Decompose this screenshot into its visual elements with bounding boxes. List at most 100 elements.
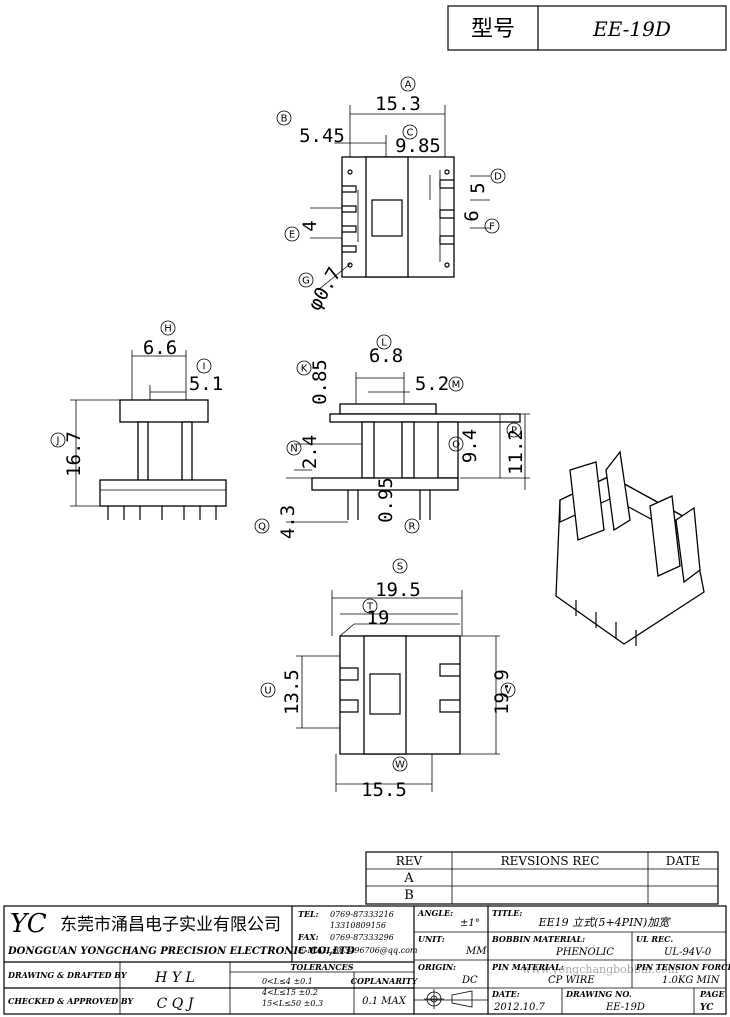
callout-letter-q: Q — [258, 522, 266, 533]
bobbin-label: BOBBIN MATERIAL: — [491, 934, 585, 944]
bottom-view — [296, 590, 500, 792]
email-value: 363496706@qq.com — [334, 946, 418, 955]
tel-label: TEL: — [298, 909, 319, 919]
rev-row-b: B — [404, 888, 414, 903]
date-value: 2012.10.7 — [493, 1002, 546, 1013]
dimension-value-s: 19.5 — [375, 579, 421, 601]
callout-bubble-n — [286, 440, 302, 456]
company-name-cn: 东莞市涌昌电子实业有限公司 — [60, 915, 281, 935]
front-view-middle — [286, 372, 530, 523]
dimension-value-h: 6.6 — [143, 337, 177, 359]
callout-bubble-j — [50, 432, 66, 448]
dimension-value-b: 5.45 — [299, 125, 345, 147]
callout-bubble-u — [260, 682, 276, 698]
dimension-value-g: φ0.7 — [304, 264, 346, 315]
callout-bubble-k — [296, 360, 312, 376]
drawn-by-label: DRAWING & DRAFTED BY — [7, 970, 128, 980]
callout-letter-w: W — [395, 760, 405, 771]
rev-row-a: A — [403, 871, 414, 886]
callout-letter-s: S — [397, 562, 403, 573]
company-logo: YC — [10, 909, 47, 939]
callout-bubble-g — [298, 272, 314, 288]
callout-letter-k: K — [301, 364, 308, 375]
callout-letter-o: O — [452, 440, 460, 451]
tolerance-3: 15<L≤50 ±0.3 — [262, 999, 323, 1008]
checked-by-value: C Q J — [157, 996, 195, 1012]
callout-bubble-c — [402, 124, 418, 140]
dimension-value-m: 5.2 — [415, 373, 449, 395]
coplanarity-label: COPLANARITY — [351, 976, 419, 986]
callout-bubble-l — [376, 334, 392, 350]
dimension-value-p: 11.2 — [505, 429, 527, 475]
callout-letter-r: R — [409, 522, 416, 533]
callout-letter-v: V — [505, 686, 512, 697]
callout-bubble-f — [484, 218, 500, 234]
title-value: EE19 立式(5+4PIN)加宽 — [538, 916, 672, 929]
callout-bubble-s — [392, 558, 408, 574]
tolerance-2: 4<L≤15 ±0.2 — [261, 988, 318, 997]
dimension-value-f: 6 — [461, 210, 483, 221]
watermark: www.yongchangbobbin.com — [522, 963, 679, 976]
callout-letter-i: I — [203, 362, 206, 373]
callout-bubble-h — [160, 320, 176, 336]
title-block: YC 东莞市涌昌电子实业有限公司 DONGGUAN YONGCHANG PREC… — [3, 905, 730, 1015]
company-name-en: DONGGUAN YONGCHANG PRECISION ELECTRONIC … — [7, 946, 355, 957]
callout-letter-c: C — [407, 128, 414, 139]
isometric-view — [555, 450, 705, 646]
callout-bubble-r — [404, 518, 420, 534]
rev-date-header: DATE — [666, 854, 700, 868]
callout-bubble-p — [506, 422, 522, 438]
callout-bubble-o — [448, 436, 464, 452]
tolerances-label: TOLERANCES — [290, 962, 353, 972]
date-label: DATE: — [491, 989, 520, 999]
callout-bubble-e — [284, 226, 300, 242]
callout-bubble-q — [254, 518, 270, 534]
unit-value: MM — [465, 946, 487, 957]
dimension-value-q: 4.3 — [277, 505, 299, 539]
top-view — [310, 105, 490, 291]
dimension-value-r: 0.95 — [375, 477, 397, 523]
pin-material-label: PIN MATERIAL: — [491, 962, 564, 972]
callout-letter-d: D — [494, 172, 502, 183]
unit-label: UNIT: — [418, 934, 445, 944]
callout-letter-p: P — [511, 426, 517, 437]
origin-label: ORIGIN: — [418, 962, 456, 972]
header-label: 型号 — [471, 17, 515, 42]
dimension-value-w: 15.5 — [361, 779, 407, 801]
dimension-value-i: 5.1 — [189, 373, 223, 395]
callout-letter-a: A — [405, 80, 412, 91]
callout-letter-j: J — [56, 436, 60, 447]
callout-letter-u: U — [264, 686, 271, 697]
title-label: TITLE: — [492, 908, 522, 918]
projection-symbol-icon — [424, 989, 473, 1009]
dimension-value-e: 4 — [299, 220, 321, 231]
checked-by-label: CHECKED & APPROVED BY — [8, 996, 135, 1006]
coplanarity-value: 0.1 MAX — [362, 996, 407, 1007]
dimension-value-k: 0.85 — [309, 359, 331, 405]
callout-bubble-b — [276, 110, 292, 126]
dimension-value-n: 2.4 — [299, 435, 321, 469]
callout-bubble-t — [362, 598, 378, 614]
callout-letter-n: N — [290, 444, 297, 455]
callout-letter-f: F — [489, 222, 495, 233]
callout-letter-b: B — [281, 114, 288, 125]
fax-label: FAX: — [297, 932, 319, 942]
front-view-left — [70, 350, 227, 520]
dimension-value-v: 19.9 — [491, 669, 513, 715]
callout-letter-m: M — [452, 380, 461, 391]
callout-letter-h: H — [164, 324, 172, 335]
page-value: YC — [700, 1003, 714, 1013]
ul-label: UL REC. — [636, 934, 673, 944]
callout-bubble-d — [490, 168, 506, 184]
callout-letter-t: T — [366, 602, 374, 613]
callout-bubble-a — [400, 76, 416, 92]
drawn-by-value: H Y L — [154, 970, 195, 986]
callout-letter-e: E — [289, 230, 295, 241]
dimension-value-d: 5 — [467, 182, 489, 193]
rev-rec-header: REVSIONS REC — [501, 854, 600, 868]
header-box: 型号 EE-19D — [447, 5, 727, 51]
callout-letter-g: G — [302, 276, 310, 287]
dimension-value-c: 9.85 — [395, 135, 441, 157]
callout-bubble-w — [392, 756, 408, 772]
